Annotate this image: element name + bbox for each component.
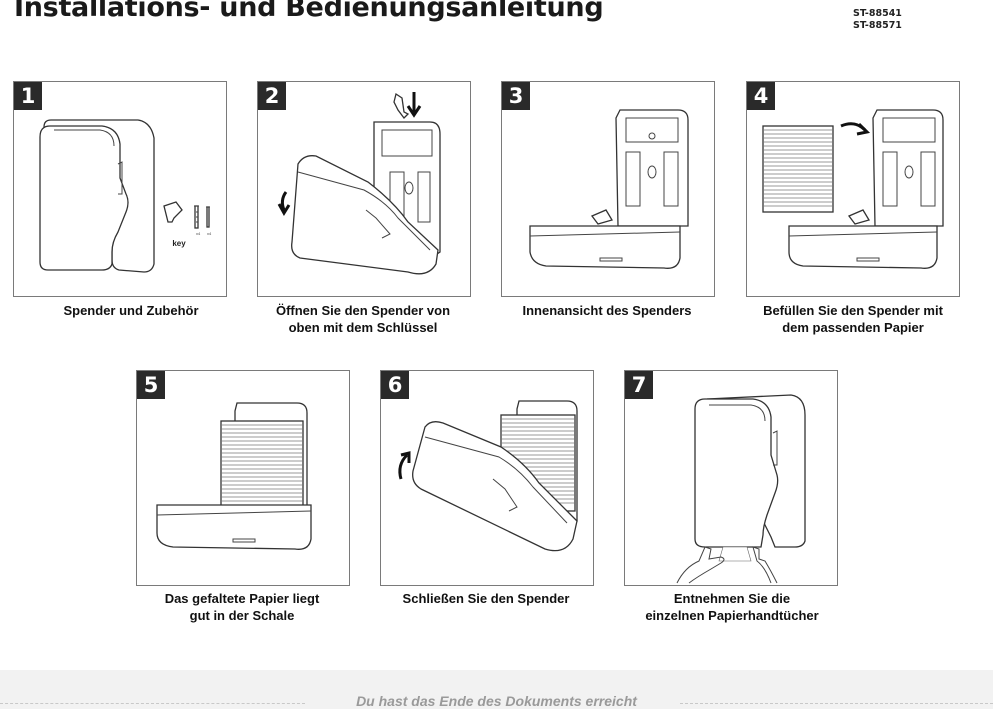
step-number: 2 [258, 82, 286, 110]
divider [680, 703, 993, 704]
step-1-caption: Spender und Zubehör [63, 303, 199, 318]
step-7-caption: Entnehmen Sie die einzelnen Papierhandtü… [645, 591, 819, 623]
key-label: key [172, 239, 186, 248]
product-code: ST-88571 [853, 20, 902, 31]
step-6-caption: Schließen Sie den Spender [402, 591, 570, 606]
step-5-panel: 5 [136, 370, 350, 586]
hands [676, 546, 778, 584]
step-number: 3 [502, 82, 530, 110]
step-number: 4 [747, 82, 775, 110]
step-2-panel: 2 [257, 81, 471, 297]
step-number: 6 [381, 371, 409, 399]
step-1-panel: key x4 x4 1 [13, 81, 227, 297]
product-code: ST-88541 [853, 8, 902, 19]
opening-dispenser-illustration [277, 92, 441, 275]
anchor-size-label: x4 [207, 231, 212, 236]
dispenser-interior-illustration [529, 109, 689, 269]
end-of-document-footer: Du hast das Ende des Dokuments erreicht [0, 670, 993, 709]
product-codes: ST-88541 ST-88571 [853, 8, 902, 32]
step-6-panel: 6 [380, 370, 594, 586]
step-3-caption: Innenansicht des Spenders [522, 303, 692, 318]
paper-stack [762, 125, 834, 213]
divider [0, 703, 305, 704]
dispenser-and-accessories-illustration: key x4 x4 [39, 119, 212, 273]
step-number: 1 [14, 82, 42, 110]
document-title: Installations- und Bedienungsanleitung [14, 0, 604, 23]
paper-stack [220, 420, 304, 510]
step-number: 7 [625, 371, 653, 399]
step-4-panel: 4 [746, 81, 960, 297]
step-2-caption: Öffnen Sie den Spender von oben mit dem … [275, 303, 451, 335]
closing-dispenser-illustration [398, 400, 578, 552]
taking-towels-illustration [676, 394, 806, 584]
step-number: 5 [137, 371, 165, 399]
step-4-caption: Befüllen Sie den Spender mit dem passend… [763, 303, 943, 335]
filling-paper-illustration [762, 109, 944, 269]
screw-size-label: x4 [196, 231, 201, 236]
step-7-panel: 7 [624, 370, 838, 586]
step-3-panel: 3 [501, 81, 715, 297]
step-5-caption: Das gefaltete Papier liegt gut in der Sc… [164, 591, 320, 623]
paper-in-tray-illustration [156, 402, 312, 550]
end-of-document-message: Du hast das Ende des Dokuments erreicht [356, 693, 637, 709]
